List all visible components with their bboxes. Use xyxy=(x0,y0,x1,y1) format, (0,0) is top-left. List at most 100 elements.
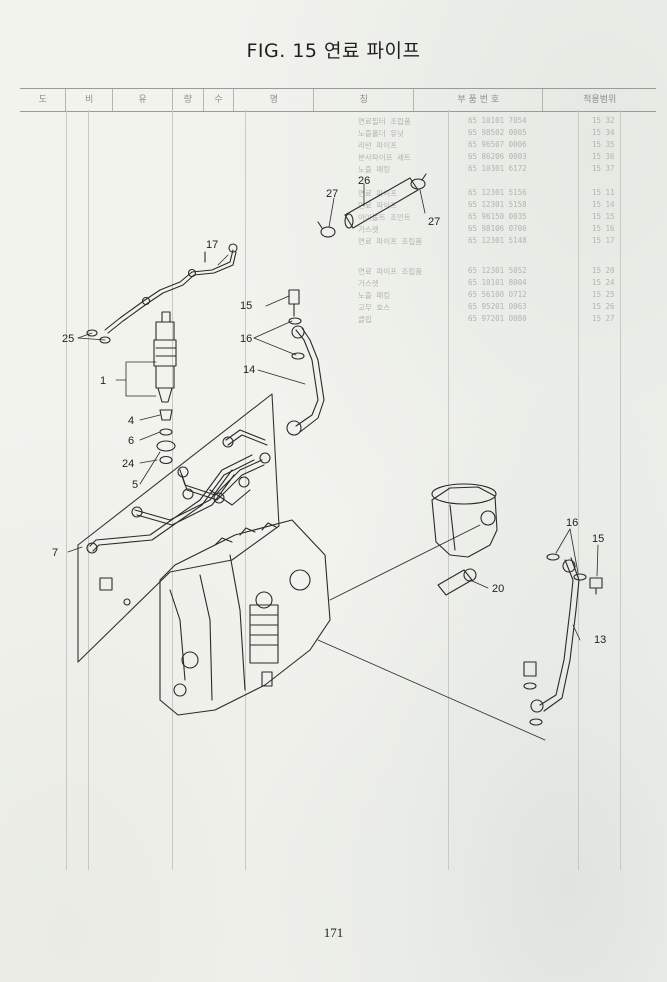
part-number: 65 97201 0080 xyxy=(468,314,527,323)
col-divider xyxy=(448,110,449,870)
callout-26: 26 xyxy=(358,175,370,187)
part-name: 연료 파이프 조립품 xyxy=(358,267,423,276)
part-number: 65 12301 5052 xyxy=(468,266,527,275)
part-name: 연료 파이프 xyxy=(358,189,398,198)
callout-6: 6 xyxy=(128,435,134,447)
part-name: 노즐 패킹 xyxy=(358,291,391,300)
callout-27-left: 27 xyxy=(326,188,338,200)
col-header: 유 xyxy=(113,89,174,111)
leader-lines xyxy=(67,183,599,741)
callout-16-upper: 16 xyxy=(240,333,252,345)
callout-labels: 17 25 1 4 6 24 5 7 15 16 14 26 27 27 16 … xyxy=(52,175,606,646)
part-name: 연료 파이프 xyxy=(358,201,398,210)
part-number: 65 86206 0003 xyxy=(468,152,527,161)
fuel-pipe-13 xyxy=(530,557,580,713)
part-ref: 15 37 xyxy=(592,164,615,173)
part-number: 65 95201 0063 xyxy=(468,302,527,311)
part-number: 65 12301 5148 xyxy=(468,236,527,245)
part-ref: 15 20 xyxy=(592,266,615,275)
col-header: 칭 xyxy=(314,89,415,111)
callout-4: 4 xyxy=(128,415,134,427)
callout-15-right: 15 xyxy=(592,533,604,545)
part-ref: 15 14 xyxy=(592,200,615,209)
part-number: 65 10301 6172 xyxy=(468,164,527,173)
col-header: 량 xyxy=(173,89,204,111)
part-ref: 15 11 xyxy=(592,188,615,197)
hose-26 xyxy=(344,177,419,229)
col-divider xyxy=(172,110,173,870)
parts-table-header: 도 비 유 량 수 명 칭 부 품 번 호 적용범위 xyxy=(20,88,656,112)
eye-joint-20 xyxy=(437,568,477,596)
part-ref: 15 25 xyxy=(592,290,615,299)
col-header: 명 xyxy=(234,89,315,111)
part-name: 가스켓 xyxy=(358,225,379,234)
part-ref: 15 15 xyxy=(592,212,615,221)
nozzle-holder-1 xyxy=(153,311,177,403)
small-parts-4-6-24 xyxy=(156,409,176,465)
callout-25: 25 xyxy=(62,333,74,345)
col-header: 도 xyxy=(20,89,67,111)
part-name: 아이볼트 조인트 xyxy=(358,213,411,222)
callout-16-right: 16 xyxy=(566,517,578,529)
part-name: 노즐 패킹 xyxy=(358,165,391,174)
gasket-16-upper xyxy=(288,317,305,360)
part-ref: 15 24 xyxy=(592,278,615,287)
bracket-parts xyxy=(99,577,131,606)
part-ref: 15 35 xyxy=(592,140,615,149)
injection-pipe-outline-7 xyxy=(77,393,280,663)
leak-off-pipe-17 xyxy=(104,243,238,334)
part-ref: 15 17 xyxy=(592,236,615,245)
washers-25 xyxy=(86,329,111,344)
part-name: 노즐홀더 유닛 xyxy=(358,129,404,138)
col-divider xyxy=(66,110,67,870)
lower-fittings xyxy=(523,661,543,726)
part-number: 65 12301 5158 xyxy=(468,200,527,209)
part-number: 65 12301 5156 xyxy=(468,188,527,197)
page-number: 171 xyxy=(323,925,344,940)
gasket-16-right xyxy=(546,553,587,581)
fuel-filter xyxy=(431,483,498,558)
eye-bolt-15-right xyxy=(589,577,603,595)
clip-27-left xyxy=(317,221,336,238)
part-ref: 15 26 xyxy=(592,302,615,311)
callout-13: 13 xyxy=(594,634,606,646)
part-ref: 15 34 xyxy=(592,128,615,137)
part-name: 연료 파이프 조립품 xyxy=(358,237,423,246)
col-header: 적용범위 xyxy=(583,95,617,105)
callout-24: 24 xyxy=(122,458,134,470)
part-number: 65 98502 0005 xyxy=(468,128,527,137)
part-number: 65 96150 0035 xyxy=(468,212,527,221)
part-ref: 15 16 xyxy=(592,224,615,233)
part-name: 가스켓 xyxy=(358,279,379,288)
col-divider xyxy=(88,110,89,870)
part-ref: 15 32 xyxy=(592,116,615,125)
eye-bolt-15-upper xyxy=(288,289,300,317)
part-name: 분사파이프 세트 xyxy=(358,153,411,162)
part-number: 65 10101 7054 xyxy=(468,116,527,125)
clip-27-right xyxy=(410,173,427,190)
callout-17: 17 xyxy=(206,239,218,251)
callout-15-upper: 15 xyxy=(240,300,252,312)
col-header: 부 품 번 호 xyxy=(414,89,544,111)
callout-27-right: 27 xyxy=(428,216,440,228)
part-name: 클립 xyxy=(358,315,372,324)
part-number: 65 96507 0006 xyxy=(468,140,527,149)
part-name: 리턴 파이프 xyxy=(358,141,398,150)
part-number: 65 56100 0712 xyxy=(468,290,527,299)
callout-1: 1 xyxy=(100,375,106,387)
part-ref: 15 27 xyxy=(592,314,615,323)
callout-14: 14 xyxy=(243,364,255,376)
col-header: 비 xyxy=(66,89,113,111)
callout-7: 7 xyxy=(52,547,58,559)
injection-pipes-7 xyxy=(86,429,271,554)
part-number: 65 10101 8004 xyxy=(468,278,527,287)
col-divider xyxy=(578,110,579,870)
callout-20: 20 xyxy=(492,583,504,595)
figure-title: FIG. 15 연료 파이프 xyxy=(246,40,421,62)
part-ref: 15 36 xyxy=(592,152,615,161)
col-header: 수 xyxy=(204,89,235,111)
part-number: 65 98106 0706 xyxy=(468,224,527,233)
callout-5: 5 xyxy=(132,479,138,491)
